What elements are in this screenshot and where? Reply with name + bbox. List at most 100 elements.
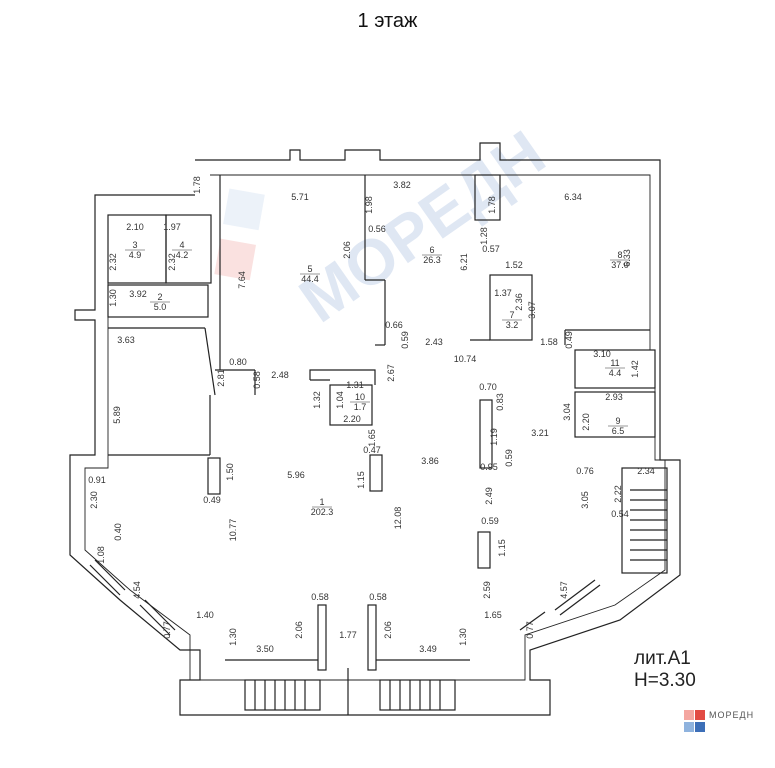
- dimension-label: 0.59: [400, 331, 410, 349]
- dimension-label: 1.30: [458, 628, 468, 646]
- dimension-label: 2.32: [167, 253, 177, 271]
- dimension-label: 12.08: [393, 507, 403, 530]
- dimension-label: 3.82: [393, 180, 411, 190]
- dimension-label: 1.50: [225, 463, 235, 481]
- room-number: 2: [157, 292, 162, 302]
- dimension-label: 2.34: [637, 466, 655, 476]
- dimension-label: 1.52: [505, 260, 523, 270]
- dimension-label: 0.47: [363, 445, 381, 455]
- dimension-label: 1.15: [356, 471, 366, 489]
- dimension-label: 0.95: [480, 462, 498, 472]
- dimension-label: 1.31: [346, 380, 364, 390]
- dimension-label: 2.49: [484, 487, 494, 505]
- dimension-label: 2.06: [294, 621, 304, 639]
- dimension-label: 0.49: [564, 331, 574, 349]
- dimension-label: 0.66: [385, 320, 403, 330]
- dimension-label: 3.10: [593, 349, 611, 359]
- room-area: 202.3: [311, 507, 334, 517]
- room-area: 26.3: [423, 255, 441, 265]
- dimension-label: 1.78: [487, 196, 497, 214]
- dimension-label: 0.40: [113, 523, 123, 541]
- dimension-label: 3.05: [580, 491, 590, 509]
- dimension-label: 1.28: [479, 227, 489, 245]
- room-number: 4: [179, 240, 184, 250]
- room-area: 1.7: [354, 402, 367, 412]
- dimension-label: 0.49: [203, 495, 221, 505]
- building-label: лит.А1 Н=3.30: [634, 648, 696, 692]
- logo-square-3: [684, 722, 694, 732]
- dimension-label: 2.32: [108, 253, 118, 271]
- dimension-label: 2.67: [386, 364, 396, 382]
- room-area: 3.2: [506, 320, 519, 330]
- dimension-label: 1.08: [96, 546, 106, 564]
- dimension-label: 3.07: [527, 301, 537, 319]
- room-area: 37.0: [611, 260, 629, 270]
- dimension-label: 1.58: [540, 337, 558, 347]
- room-number: 6: [429, 245, 434, 255]
- dimension-label: 2.06: [342, 241, 352, 259]
- dimension-label: 0.80: [229, 357, 247, 367]
- dimension-label: 2.59: [482, 581, 492, 599]
- dimension-label: 6.33: [622, 249, 632, 267]
- room-number: 9: [615, 416, 620, 426]
- room-area: 5.0: [154, 302, 167, 312]
- dimension-label: 2.06: [383, 621, 393, 639]
- dimension-label: 0.57: [482, 244, 500, 254]
- logo: МОРЕДН: [682, 708, 772, 742]
- dimension-label: 2.48: [271, 370, 289, 380]
- building-letter: лит.А1: [634, 648, 691, 669]
- dimension-label: 3.92: [129, 289, 147, 299]
- dimension-label: 1.65: [367, 429, 377, 447]
- dimension-label: 0.58: [369, 592, 387, 602]
- room-number: 5: [307, 264, 312, 274]
- dimension-label: 0.91: [88, 475, 106, 485]
- dimension-label: 1.42: [630, 360, 640, 378]
- room-area: 4.4: [609, 368, 622, 378]
- dimension-label: 0.77: [162, 621, 172, 639]
- dimension-label: 5.96: [287, 470, 305, 480]
- dimension-label: 2.93: [605, 392, 623, 402]
- dimension-label: 2.43: [425, 337, 443, 347]
- dimension-label: 1.77: [339, 630, 357, 640]
- room-area: 4.9: [129, 250, 142, 260]
- logo-square-2: [695, 710, 705, 720]
- dimension-label: 1.98: [364, 196, 374, 214]
- room-number: 11: [610, 358, 619, 368]
- dimension-label: 3.04: [562, 403, 572, 421]
- dimension-label: 0.56: [368, 224, 386, 234]
- dimension-label: 3.63: [117, 335, 135, 345]
- room-area: 4.2: [176, 250, 189, 260]
- dimension-label: 2.22: [613, 485, 623, 503]
- dimension-label: 1.30: [228, 628, 238, 646]
- dimension-label: 1.19: [489, 428, 499, 446]
- dimension-label: 1.37: [494, 288, 512, 298]
- dimension-label: 0.58: [252, 371, 262, 389]
- dimension-label: 3.21: [531, 428, 549, 438]
- dimension-label: 1.04: [335, 391, 345, 409]
- dimension-label: 6.21: [459, 253, 469, 271]
- dimension-label: 10.77: [228, 519, 238, 542]
- dimension-label: 7.64: [237, 271, 247, 289]
- dimension-label: 2.30: [89, 491, 99, 509]
- room-area: 44.4: [301, 274, 319, 284]
- dimension-label: 2.81: [216, 369, 226, 387]
- dimension-label: 2.20: [581, 413, 591, 431]
- dimension-label: 0.54: [611, 509, 629, 519]
- dimension-label: 0.59: [481, 516, 499, 526]
- dimension-label: 0.83: [495, 393, 505, 411]
- dimension-label: 0.76: [576, 466, 594, 476]
- dimension-label: 2.36: [514, 293, 524, 311]
- dimension-label: 1.65: [484, 610, 502, 620]
- logo-square-4: [695, 722, 705, 732]
- dimension-label: 0.77: [525, 621, 535, 639]
- dimension-label: 2.20: [343, 414, 361, 424]
- ceiling-height: Н=3.30: [634, 670, 696, 691]
- dimension-label: 0.59: [504, 449, 514, 467]
- floor-title: 1 этаж: [357, 10, 418, 32]
- dimension-label: 6.34: [564, 192, 582, 202]
- logo-square-1: [684, 710, 694, 720]
- dimension-label: 3.49: [419, 644, 437, 654]
- room-number: 3: [132, 240, 137, 250]
- dimension-label: 1.32: [312, 391, 322, 409]
- dimension-label: 5.89: [112, 406, 122, 424]
